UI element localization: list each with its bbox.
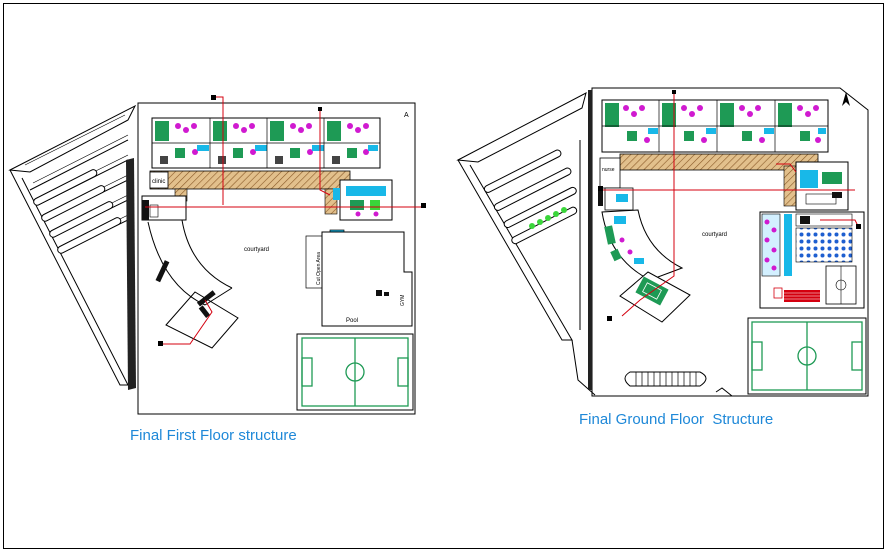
pool-building: Pool GYM <box>321 231 413 327</box>
parking-islands-ground <box>483 149 578 245</box>
section-marker-first: A <box>404 112 409 119</box>
first-floor-room-wing <box>151 117 381 169</box>
route-lines-first <box>145 96 424 345</box>
ground-floor-east-block <box>795 161 849 211</box>
parking-islands-first-floor <box>33 169 122 254</box>
curb-wall-first <box>126 158 136 390</box>
open-area-label: Cut Open Area <box>316 252 322 285</box>
ground-floor-plan: nurse <box>456 87 869 397</box>
route-markers-ground <box>598 90 861 321</box>
route-markers-first <box>158 95 426 346</box>
pool-label: Pool <box>346 318 358 324</box>
gym-label: GYM <box>400 295 406 306</box>
ground-floor-room-wing <box>601 99 829 153</box>
first-floor-east-block <box>333 179 393 221</box>
site-boundary-first <box>137 102 416 415</box>
courtyard-label-ground: courtyard <box>702 232 727 238</box>
ground-floor-caption: Final Ground Floor Structure <box>579 411 774 428</box>
first-floor-plan: clinic courtyard Cut Open <box>8 95 426 415</box>
auditorium-block <box>759 211 865 309</box>
clinic-room <box>149 171 169 189</box>
nurse-label: nurse <box>602 167 615 173</box>
football-pitch-first <box>296 333 414 411</box>
clinic-label: clinic <box>152 179 165 185</box>
first-floor-caption: Final First Floor structure <box>130 427 297 444</box>
first-floor-curved-wing <box>147 219 239 349</box>
landscape-green <box>529 207 567 229</box>
parking-lot-ground-floor <box>456 92 587 341</box>
north-arrow-icon <box>842 92 850 106</box>
drawing-frame <box>3 3 884 549</box>
courtyard-label-first: courtyard <box>244 247 269 253</box>
drop-off-loop <box>624 371 733 397</box>
ground-floor-curved-wing <box>601 209 691 323</box>
football-pitch-ground <box>747 317 867 395</box>
